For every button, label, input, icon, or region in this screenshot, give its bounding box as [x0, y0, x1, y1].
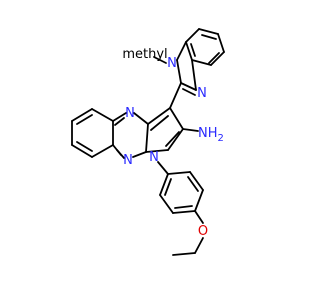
bond	[133, 112, 149, 125]
bond	[167, 128, 184, 151]
bond	[190, 43, 196, 57]
bond	[169, 107, 184, 130]
bond	[112, 112, 127, 122]
bond	[169, 82, 182, 109]
bond	[71, 108, 93, 122]
molecule-structure: N methyl N N N N NH2 O	[71, 28, 225, 256]
bond	[194, 237, 204, 254]
bond	[182, 128, 199, 132]
atom-label-methyl: methyl	[122, 47, 167, 62]
bond	[159, 194, 174, 214]
bond	[76, 114, 93, 125]
bond	[185, 41, 193, 61]
bond	[208, 52, 220, 64]
bond	[201, 34, 217, 40]
bond	[159, 173, 169, 196]
bond	[194, 210, 204, 224]
bond	[174, 205, 193, 209]
atom-label-layer: N methyl N N N N NH2 O	[122, 47, 224, 239]
bond	[185, 28, 200, 43]
bond	[132, 151, 147, 158]
atom-label-n-pyrrole: N	[149, 150, 159, 165]
bond	[91, 108, 114, 122]
bond	[176, 41, 187, 61]
bond	[182, 88, 196, 96]
atom-label-n-methyl: N	[167, 56, 177, 71]
bond	[172, 252, 196, 256]
bond	[180, 82, 197, 91]
bond	[191, 59, 197, 91]
bond	[116, 149, 125, 159]
atom-label-n-quinoxaline-bottom: N	[123, 153, 133, 168]
bond	[76, 141, 93, 152]
bond	[189, 171, 204, 191]
bond	[176, 59, 182, 84]
bond	[147, 107, 171, 125]
atom-label-n-imidazole: N	[197, 86, 207, 101]
bond	[145, 123, 149, 153]
bond	[198, 28, 219, 35]
bond	[114, 117, 125, 126]
atom-label-n-quinoxaline-top: N	[125, 106, 135, 121]
bond	[157, 161, 169, 175]
bond	[167, 171, 191, 175]
bond	[71, 144, 93, 158]
bond	[194, 189, 204, 212]
bond	[150, 115, 169, 131]
bond	[210, 51, 225, 66]
bond	[145, 149, 169, 153]
bond	[191, 59, 212, 66]
atom-label-amine: NH2	[198, 126, 224, 144]
atom-label-oxygen: O	[198, 224, 208, 239]
bond	[172, 210, 196, 214]
bond	[153, 56, 167, 64]
bond	[91, 144, 114, 158]
bond	[165, 131, 180, 147]
bond	[217, 33, 225, 53]
bond	[164, 178, 172, 196]
bond-layer	[71, 28, 225, 256]
bond	[187, 176, 199, 192]
